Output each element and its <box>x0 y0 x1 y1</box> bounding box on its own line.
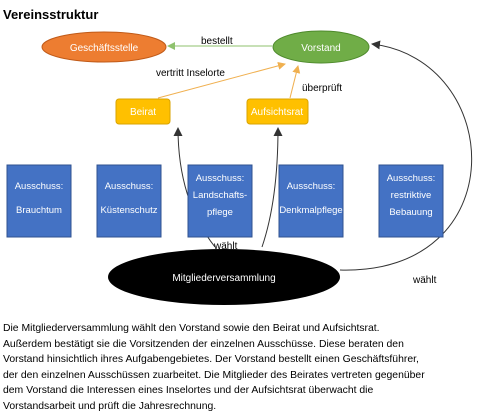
committee-label: Landschafts- <box>193 190 247 201</box>
beirat-label: Beirat <box>130 107 156 118</box>
geschaeftsstelle-label: Geschäftsstelle <box>70 43 139 54</box>
committee-rect <box>187 164 253 238</box>
organization-diagram: bestellt vertritt Inselorte überprüft wä… <box>6 30 473 305</box>
edge-label-waehlt-right: wählt <box>412 275 437 286</box>
description-text: Die Mitgliederversammlung wählt den Vors… <box>3 321 497 415</box>
edge-label-ueberprueft: überprüft <box>302 83 342 94</box>
node-aufsichtsrat: Aufsichtsrat <box>246 98 309 125</box>
caption-line: Vorstand hinsichtlich ihres Aufgabengebi… <box>3 354 419 366</box>
committee-label: Bebauung <box>389 207 432 218</box>
committee-label: Küstenschutz <box>100 205 157 216</box>
committee-rect <box>6 164 72 238</box>
committee-label: Denkmalpflege <box>279 205 342 216</box>
edge-label-bestellt: bestellt <box>201 36 233 47</box>
caption-line: der den einzelnen Ausschüssen zuarbeitet… <box>3 369 425 381</box>
caption-line: Außerdem bestätigt sie die Vorsitzenden … <box>3 338 404 350</box>
node-mitgliederversammlung: Mitgliederversammlung <box>108 249 340 305</box>
arrow-mv-to-aufsichtsrat <box>261 127 283 248</box>
mitgliederversammlung-label: Mitgliederversammlung <box>172 273 275 284</box>
arrow-beirat-to-vorstand <box>157 61 286 99</box>
committee-box: Ausschuss: Brauchtum <box>6 164 72 238</box>
committee-rect <box>278 164 344 238</box>
edge-label-vertritt: vertritt Inselorte <box>156 68 225 79</box>
committee-label: Ausschuss: <box>196 173 245 184</box>
arrow-aufsichtsrat-to-vorstand <box>289 65 301 99</box>
caption-line: dem Vorstand die Interessen eines Inselo… <box>3 385 374 397</box>
committee-label: Brauchtum <box>16 205 62 216</box>
committee-label: restriktive <box>391 190 432 201</box>
node-beirat: Beirat <box>115 98 171 125</box>
committee-label: Ausschuss: <box>15 181 64 192</box>
committee-label: pflege <box>207 207 233 218</box>
committee-label: Ausschuss: <box>287 181 336 192</box>
caption-line: Vorstandsarbeit und prüft die Jahresrech… <box>3 400 217 412</box>
committee-box: Ausschuss: Küstenschutz <box>96 164 162 238</box>
node-vorstand: Vorstand <box>272 30 370 64</box>
node-geschaeftsstelle: Geschäftsstelle <box>41 31 167 63</box>
vorstand-label: Vorstand <box>301 43 340 54</box>
committee-rect <box>96 164 162 238</box>
committee-box: Ausschuss: Denkmalpflege <box>278 164 344 238</box>
edge-label-waehlt-center: wählt <box>213 241 238 252</box>
page-title: Vereinsstruktur <box>3 7 99 22</box>
arrow-mv-to-vorstand <box>339 40 473 271</box>
edges <box>157 40 473 271</box>
aufsichtsrat-label: Aufsichtsrat <box>251 107 303 118</box>
committees: Ausschuss: Brauchtum Ausschuss: Küstenschut… <box>6 164 444 238</box>
committee-label: Ausschuss: <box>105 181 154 192</box>
committee-label: Ausschuss: <box>387 173 436 184</box>
caption-line: Die Mitgliederversammlung wählt den Vors… <box>3 323 380 334</box>
committee-rect <box>378 164 444 238</box>
committee-box: Ausschuss: Landschafts-pflege <box>187 164 253 238</box>
